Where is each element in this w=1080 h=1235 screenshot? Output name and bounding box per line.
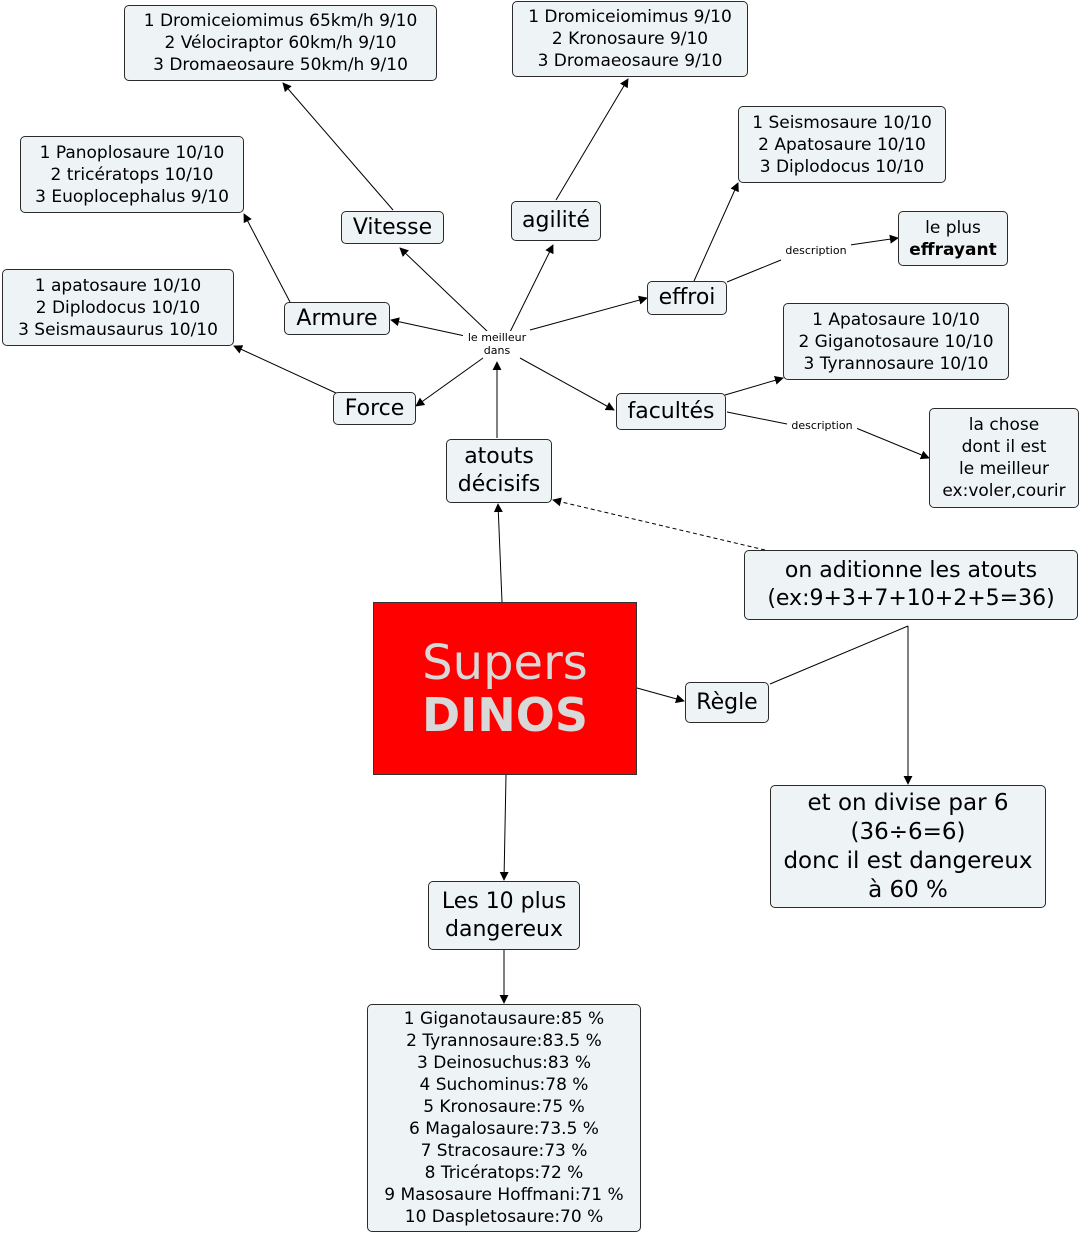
category-facultes[interactable]: facultés <box>616 393 726 430</box>
list-agilite[interactable]: 1 Dromiceiomimus 9/10 2 Kronosaure 9/10 … <box>512 1 748 77</box>
category-force[interactable]: Force <box>333 392 416 425</box>
regle-sum-line: (ex:9+3+7+10+2+5=36) <box>767 586 1055 611</box>
link-label-line-1: le meilleur <box>467 331 527 344</box>
category-armure-label: Armure <box>296 305 378 331</box>
list-facultes-item: 1 Apatosaure 10/10 <box>812 309 980 330</box>
list-force-item: 1 apatosaure 10/10 <box>34 275 202 296</box>
description-facultes-line: la chose <box>968 415 1040 435</box>
regle-sum-line: on aditionne les atouts <box>784 558 1038 583</box>
category-vitesse-label: Vitesse <box>352 214 433 240</box>
link-label-line-2: dans <box>483 344 511 357</box>
list-force-item: 3 Seismausaurus 10/10 <box>18 319 218 340</box>
dangerous-list-item: 1 Giganotausaure:85 % <box>403 1009 605 1029</box>
dangerous-list-item: 6 Magalosaure:73.5 % <box>409 1119 599 1139</box>
regle-divide-line: et on divise par 6 <box>807 789 1009 816</box>
dangerous-list-item: 8 Tricératops:72 % <box>424 1163 584 1183</box>
list-vitesse-item: 1 Dromiceiomimus 65km/h 9/10 <box>143 11 418 31</box>
category-agilite-label: agilité <box>522 208 590 233</box>
list-force-item: 2 Diplodocus 10/10 <box>35 297 201 318</box>
list-vitesse-item: 3 Dromaeosaure 50km/h 9/10 <box>153 55 408 75</box>
regle-divide-line: (36÷6=6) <box>850 818 966 845</box>
dangerous-list-item: 9 Masosaure Hoffmani:71 % <box>384 1185 624 1205</box>
list-vitesse[interactable]: 1 Dromiceiomimus 65km/h 9/10 2 Vélocirap… <box>124 5 437 81</box>
list-armure-item: 1 Panoplosaure 10/10 <box>39 142 225 163</box>
category-force-label: Force <box>344 395 405 421</box>
list-facultes-item: 2 Giganotosaure 10/10 <box>798 331 994 352</box>
list-armure-item: 2 tricératops 10/10 <box>50 164 214 185</box>
description-facultes-line: ex:voler,courir <box>942 481 1066 501</box>
description-effroi-line-2: effrayant <box>909 239 997 260</box>
dangerous-list-item: 2 Tyrannosaure:83.5 % <box>406 1031 602 1051</box>
atouts-line-2: décisifs <box>457 472 541 497</box>
dangerous-list-node[interactable]: 1 Giganotausaure:85 % 2 Tyrannosaure:83.… <box>367 1004 641 1232</box>
list-effroi[interactable]: 1 Seismosaure 10/10 2 Apatosaure 10/10 3… <box>738 106 946 183</box>
category-armure[interactable]: Armure <box>284 302 390 335</box>
regle-node[interactable]: Règle <box>685 682 769 723</box>
regle-sum-node[interactable]: on aditionne les atouts (ex:9+3+7+10+2+5… <box>744 550 1078 620</box>
dangerous-title-line: dangereux <box>445 916 563 942</box>
regle-divide-node[interactable]: et on divise par 6 (36÷6=6) donc il est … <box>770 785 1046 908</box>
list-facultes[interactable]: 1 Apatosaure 10/10 2 Giganotosaure 10/10… <box>783 303 1009 380</box>
dangerous-list-item: 4 Suchominus:78 % <box>419 1075 589 1095</box>
list-effroi-item: 2 Apatosaure 10/10 <box>758 134 926 155</box>
list-effroi-item: 3 Diplodocus 10/10 <box>759 156 925 177</box>
dangerous-list-item: 5 Kronosaure:75 % <box>423 1097 585 1117</box>
category-effroi-label: effroi <box>658 285 716 310</box>
category-effroi[interactable]: effroi <box>647 281 727 315</box>
dangerous-list-item: 7 Stracosaure:73 % <box>420 1141 588 1161</box>
category-agilite[interactable]: agilité <box>511 201 601 241</box>
category-facultes-label: facultés <box>627 398 715 424</box>
list-armure-item: 3 Euoplocephalus 9/10 <box>35 186 229 207</box>
description-effroi-line-1: le plus <box>925 217 981 238</box>
list-agilite-item: 1 Dromiceiomimus 9/10 <box>528 7 732 27</box>
description-facultes-line: dont il est <box>961 437 1047 457</box>
dangerous-title-node[interactable]: Les 10 plus dangereux <box>428 881 580 950</box>
list-vitesse-item: 2 Vélociraptor 60km/h 9/10 <box>164 33 397 53</box>
list-facultes-item: 3 Tyrannosaure 10/10 <box>803 353 989 374</box>
category-vitesse[interactable]: Vitesse <box>341 211 444 244</box>
list-force[interactable]: 1 apatosaure 10/10 2 Diplodocus 10/10 3 … <box>2 269 234 346</box>
description-facultes-node[interactable]: la chose dont il est le meilleur ex:vole… <box>929 408 1079 508</box>
list-agilite-item: 2 Kronosaure 9/10 <box>551 29 709 49</box>
regle-label: Règle <box>696 689 758 715</box>
main-title-line2: DINOS <box>421 687 589 742</box>
regle-divide-line: à 60 % <box>868 876 948 903</box>
regle-divide-line: donc il est dangereux <box>783 847 1033 874</box>
main-node-supers-dinos[interactable]: Supers DINOS <box>373 602 637 775</box>
list-effroi-item: 1 Seismosaure 10/10 <box>752 112 932 133</box>
dangerous-title-line: Les 10 plus <box>441 888 567 914</box>
description-facultes-line: le meilleur <box>959 459 1049 479</box>
main-title-line1: Supers <box>422 634 588 691</box>
dangerous-list-item: 10 Daspletosaure:70 % <box>404 1207 604 1227</box>
link-label-description-facultes: description <box>787 419 857 432</box>
dangerous-list-item: 3 Deinosuchus:83 % <box>417 1053 591 1073</box>
link-label-le-meilleur-dans: le meilleur dans <box>463 331 531 357</box>
list-armure[interactable]: 1 Panoplosaure 10/10 2 tricératops 10/10… <box>20 136 244 213</box>
list-agilite-item: 3 Dromaeosaure 9/10 <box>537 51 723 71</box>
atouts-decisifs-node[interactable]: atouts décisifs <box>446 439 552 503</box>
link-label-description-effroi: description <box>781 244 851 257</box>
atouts-line-1: atouts <box>464 444 534 469</box>
description-effroi-node[interactable]: le plus effrayant <box>898 211 1008 266</box>
